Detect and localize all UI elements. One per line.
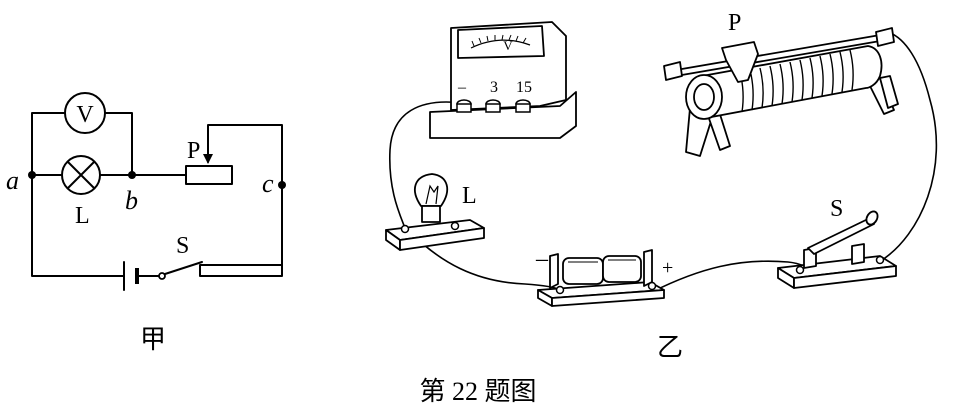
slider-label: P xyxy=(187,138,200,164)
node-c-label: c xyxy=(262,169,274,198)
rheostat-coil-body xyxy=(701,45,883,119)
battery-plus-label: + xyxy=(662,257,673,279)
lamp-socket xyxy=(421,205,441,223)
lamp-board-front xyxy=(399,227,485,251)
node-b-dot xyxy=(128,171,136,179)
rheostat-apparatus: P xyxy=(663,10,899,157)
rheostat-terminal-right xyxy=(875,27,895,47)
node-a-label: a xyxy=(6,166,19,195)
battery-holder-right xyxy=(643,249,653,287)
voltmeter-symbol xyxy=(64,92,106,134)
slider-arrow xyxy=(207,124,283,186)
voltmeter-symbol-label: V xyxy=(76,102,94,128)
figure-caption: 第 22 题图 xyxy=(419,377,536,406)
switch-contact-post xyxy=(851,243,865,265)
rheostat-terminal-left xyxy=(663,61,683,81)
node-a-dot xyxy=(28,171,36,179)
voltmeter-scale-arc xyxy=(470,39,531,49)
switch-terminal-left xyxy=(795,265,805,275)
switch-pivot xyxy=(158,272,166,280)
battery-minus-label: – xyxy=(535,246,549,272)
voltmeter-base xyxy=(429,91,577,139)
rheostat-slide-bar-lower xyxy=(675,39,887,77)
battery-cell-2 xyxy=(602,255,642,283)
lamp-filament xyxy=(425,184,439,205)
switch-apparatus-label: S xyxy=(830,196,843,222)
rheostat-slide-bar xyxy=(675,33,887,71)
lamp-apparatus-label: L xyxy=(462,183,477,209)
switch-blade xyxy=(164,261,203,275)
schematic-diagram: V a b c L P S 甲 xyxy=(6,92,286,354)
apparatus-drawing: V – 3 15 L xyxy=(385,10,938,362)
terminal-minus-label: – xyxy=(457,79,467,96)
rheostat-end-cap-inner xyxy=(693,83,715,111)
wire-voltmeter-to-lamp xyxy=(388,101,463,229)
apparatus-caption: 乙 xyxy=(657,333,683,362)
bottom-loop-wire xyxy=(31,174,283,277)
switch-handle xyxy=(865,210,879,226)
node-c-dot xyxy=(278,181,286,189)
switch-terminal-right xyxy=(875,255,885,265)
voltmeter-terminals xyxy=(456,99,531,113)
terminal-15-label: 15 xyxy=(516,79,532,96)
battery-terminal-minus xyxy=(555,285,565,295)
switch-label: S xyxy=(176,233,189,259)
voltmeter-apparatus: V – 3 15 xyxy=(429,21,577,139)
voltmeter-branch-wire xyxy=(31,112,133,176)
slider-arrowhead xyxy=(203,154,213,164)
wire-switch-to-rheostat xyxy=(881,31,938,261)
lamp-cross xyxy=(67,161,95,189)
switch-board-front xyxy=(793,265,897,289)
voltmeter-dial xyxy=(457,25,545,59)
voltmeter-scale-ticks xyxy=(471,34,527,47)
rheostat-symbol xyxy=(185,165,233,185)
lamp-bulb xyxy=(414,173,449,207)
node-b-label: b xyxy=(125,186,138,215)
rheostat-slider-label: P xyxy=(728,10,741,36)
rheostat-slider xyxy=(721,41,759,83)
battery-board-front xyxy=(551,289,665,307)
switch-apparatus: S xyxy=(777,196,897,289)
lamp-terminal-right xyxy=(450,221,460,231)
rheostat-leg-right-back xyxy=(879,75,899,109)
terminal-3-label: 3 xyxy=(490,79,498,96)
voltmeter-dial-symbol: V xyxy=(503,38,513,53)
schematic-caption: 甲 xyxy=(140,325,166,354)
battery-terminal-plus xyxy=(647,281,657,291)
lamp-apparatus: L xyxy=(385,173,485,251)
lamp-label: L xyxy=(75,203,90,229)
lamp-terminal-left xyxy=(400,224,410,234)
lamp-symbol xyxy=(61,155,101,195)
battery-apparatus: – + xyxy=(535,246,673,307)
battery-holder-left xyxy=(549,253,559,289)
